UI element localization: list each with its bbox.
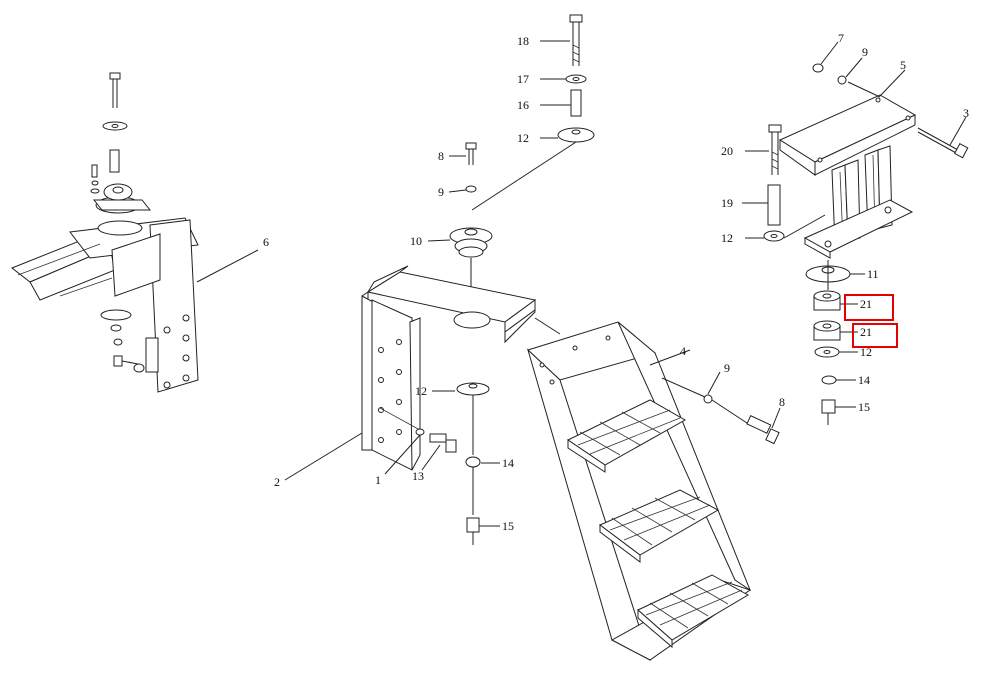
callout-12-top: 12 — [517, 131, 529, 145]
callout-12-mid: 12 — [415, 384, 427, 398]
center-mount-stack — [427, 142, 500, 545]
callout-2: 2 — [274, 475, 280, 489]
callout-5: 5 — [900, 58, 906, 72]
callout-11: 11 — [867, 267, 879, 281]
callout-4: 4 — [680, 344, 686, 358]
callout-15-center: 15 — [502, 519, 514, 533]
callout-12-right: 12 — [721, 231, 733, 245]
callout-15-right: 15 — [858, 400, 870, 414]
callout-6: 6 — [263, 235, 269, 249]
highlight-box-21-upper — [844, 294, 894, 321]
callout-14-right: 14 — [858, 373, 870, 387]
callout-13: 13 — [412, 469, 424, 483]
callout-14-center: 14 — [502, 456, 514, 470]
callout-8-center: 8 — [438, 149, 444, 163]
callout-20: 20 — [721, 144, 733, 158]
callout-18: 18 — [517, 34, 529, 48]
callout-17: 17 — [517, 72, 529, 86]
center-bracket — [284, 265, 561, 481]
callout-21-upper: 21 — [860, 297, 872, 311]
callout-12-lower: 12 — [860, 345, 872, 359]
callout-9-ladder: 9 — [724, 361, 730, 375]
callout-1: 1 — [375, 473, 381, 487]
callout-9-center: 9 — [438, 185, 444, 199]
right-frame-assembly — [742, 41, 969, 425]
highlight-box-21-lower — [852, 323, 898, 348]
callout-3: 3 — [963, 106, 969, 120]
callout-10: 10 — [410, 234, 422, 248]
step-ladder — [527, 321, 781, 662]
callout-9-right: 9 — [862, 45, 868, 59]
center-top-stack — [471, 14, 595, 211]
callout-16: 16 — [517, 98, 529, 112]
left-bracket-assembly — [11, 72, 259, 393]
callout-21-lower: 21 — [860, 325, 872, 339]
callout-8-ladder: 8 — [779, 395, 785, 409]
callout-19: 19 — [721, 196, 733, 210]
callout-7: 7 — [838, 31, 844, 45]
